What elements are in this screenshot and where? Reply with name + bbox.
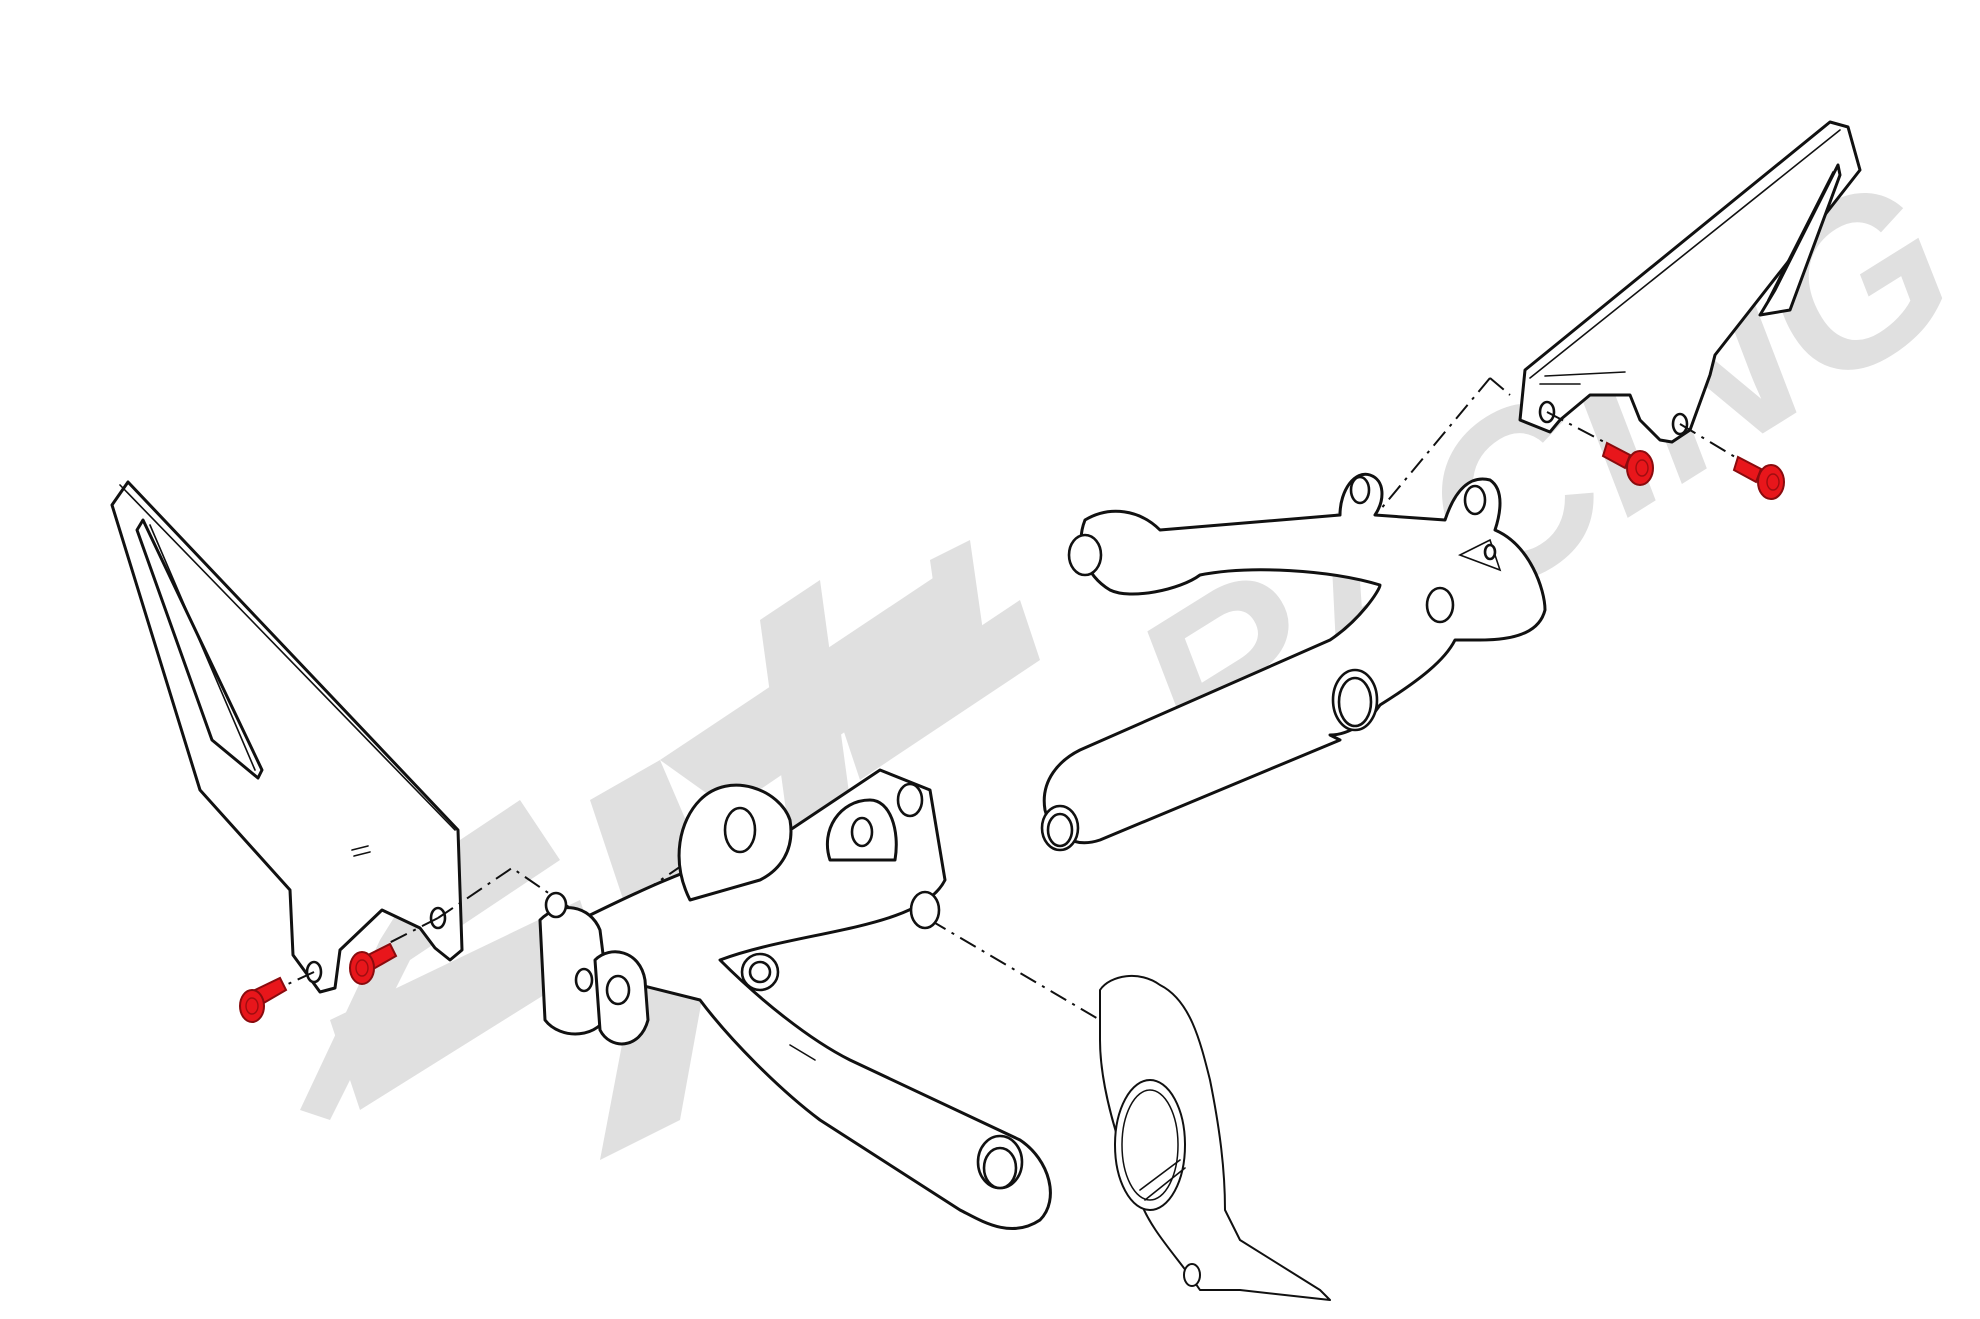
bolt-right-1	[1601, 441, 1654, 486]
alignment-line	[384, 917, 439, 946]
left-heel-guard	[110, 480, 464, 994]
bolt-left-2	[349, 942, 398, 985]
alignment-line	[1379, 377, 1511, 511]
left-rearset-bracket	[538, 768, 1052, 1231]
bolt-left-1	[239, 976, 288, 1023]
alignment-line	[929, 919, 1101, 1021]
frame-mount	[1099, 974, 1331, 1301]
bolt-right-2	[1732, 455, 1785, 500]
right-rearset-bracket	[1040, 472, 1547, 852]
alignment-line	[1546, 411, 1611, 446]
right-heel-guard	[1518, 120, 1862, 444]
alignment-line	[1679, 423, 1741, 461]
